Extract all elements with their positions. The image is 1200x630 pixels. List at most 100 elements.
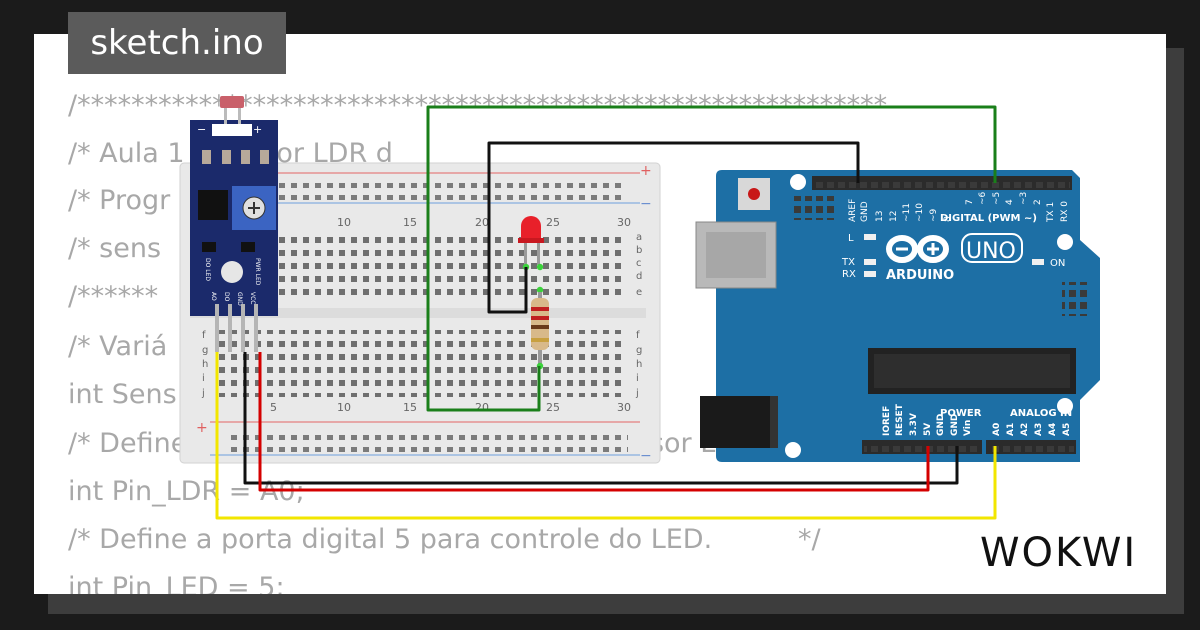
svg-text:AREF: AREF bbox=[848, 199, 858, 222]
svg-text:f: f bbox=[636, 330, 640, 341]
reset-button-icon bbox=[748, 188, 760, 200]
power-pin-labels: IOREF RESET 3.3V 5V GND GND Vin bbox=[882, 403, 973, 436]
svg-text:j: j bbox=[201, 388, 205, 399]
ldr-sensor-module[interactable]: − + DO LED PWR LED AO DO GND VCC bbox=[190, 96, 278, 352]
svg-text:f: f bbox=[202, 330, 206, 341]
svg-text:20: 20 bbox=[475, 216, 489, 229]
red-led[interactable] bbox=[518, 216, 544, 271]
terminal-grid-bottom bbox=[218, 330, 626, 397]
power-header-label: POWER bbox=[940, 408, 982, 419]
ldr-photoresistor bbox=[220, 96, 244, 108]
arduino-uno-board[interactable]: AREF GND 13 12 ~11 ~10 ~9 8 7 ~6 ~5 4 ~3… bbox=[695, 170, 1100, 462]
svg-text:A3: A3 bbox=[1034, 423, 1044, 436]
svg-text:~3: ~3 bbox=[1019, 192, 1029, 205]
svg-text:DO: DO bbox=[223, 292, 230, 302]
arduino-brand-text: ARDUINO bbox=[886, 268, 954, 283]
svg-text:h: h bbox=[202, 359, 208, 370]
code-line: /* Define a porta digital 5 para control… bbox=[68, 524, 821, 555]
svg-text:30: 30 bbox=[617, 401, 631, 414]
comparator-chip bbox=[198, 190, 228, 220]
svg-text:+: + bbox=[253, 123, 262, 136]
column-numbers-top: 10 15 20 25 30 bbox=[337, 216, 631, 229]
svg-text:A0: A0 bbox=[992, 423, 1002, 436]
sensor-pins bbox=[215, 304, 258, 352]
sketch-file-tab[interactable]: sketch.ino bbox=[68, 12, 286, 74]
rail-minus-top: − bbox=[640, 196, 652, 212]
svg-text:−: − bbox=[197, 123, 206, 136]
led-label-pwr: PWR LED bbox=[254, 258, 261, 286]
svg-text:25: 25 bbox=[546, 401, 560, 414]
svg-text:j: j bbox=[635, 388, 639, 399]
svg-text:h: h bbox=[636, 359, 642, 370]
svg-text:A5: A5 bbox=[1062, 423, 1072, 436]
svg-text:i: i bbox=[202, 373, 205, 384]
svg-text:~10: ~10 bbox=[915, 203, 925, 222]
wires[interactable] bbox=[215, 105, 997, 520]
rail-plus-bottom: + bbox=[196, 420, 208, 436]
svg-text:GND: GND bbox=[950, 414, 960, 436]
svg-text:A4: A4 bbox=[1048, 423, 1058, 436]
svg-text:g: g bbox=[202, 345, 208, 356]
led-label-do: DO LED bbox=[204, 258, 211, 281]
power-jack bbox=[700, 396, 778, 448]
top-rail bbox=[276, 176, 626, 200]
rail-plus-top: + bbox=[640, 163, 652, 179]
svg-text:13: 13 bbox=[875, 211, 885, 222]
wokwi-logo-icon: WOKWI bbox=[980, 530, 1137, 576]
svg-text:e: e bbox=[636, 287, 642, 298]
svg-text:RX: RX bbox=[842, 269, 856, 280]
svg-text:ON: ON bbox=[1050, 258, 1065, 269]
svg-text:Vin: Vin bbox=[963, 420, 973, 436]
code-line: int Sens bbox=[68, 379, 177, 410]
wire-black-gnd-led bbox=[487, 141, 860, 314]
svg-text:12: 12 bbox=[889, 211, 899, 222]
svg-text:15: 15 bbox=[403, 216, 417, 229]
svg-text:WOKWI: WOKWI bbox=[980, 530, 1137, 576]
sensor-pin-labels: AO DO GND VCC bbox=[210, 292, 256, 306]
svg-text:5V: 5V bbox=[923, 423, 933, 436]
svg-text:7: 7 bbox=[965, 199, 975, 205]
svg-text:~9: ~9 bbox=[929, 208, 939, 222]
svg-text:25: 25 bbox=[546, 216, 560, 229]
wire-yellow-a0 bbox=[215, 352, 997, 520]
svg-text:10: 10 bbox=[337, 401, 351, 414]
svg-text:TX: TX bbox=[841, 257, 855, 268]
svg-text:a: a bbox=[636, 232, 642, 243]
svg-text:A1: A1 bbox=[1006, 423, 1016, 436]
svg-text:GND: GND bbox=[236, 292, 243, 306]
svg-text:d: d bbox=[636, 271, 642, 282]
svg-text:10: 10 bbox=[337, 216, 351, 229]
svg-text:2: 2 bbox=[1033, 199, 1043, 205]
wire-green-pin5 bbox=[426, 105, 997, 412]
bottom-rail bbox=[228, 428, 628, 452]
terminal-grid-top bbox=[276, 230, 626, 297]
sensor-led bbox=[221, 261, 243, 283]
svg-text:~6: ~6 bbox=[978, 191, 988, 205]
svg-text:VCC: VCC bbox=[249, 292, 256, 304]
svg-text:5: 5 bbox=[270, 401, 277, 414]
svg-text:c: c bbox=[636, 258, 642, 269]
row-letters-top: a b c d e bbox=[636, 232, 642, 298]
svg-text:15: 15 bbox=[403, 401, 417, 414]
svg-text:30: 30 bbox=[617, 216, 631, 229]
svg-text:GND: GND bbox=[936, 414, 946, 436]
svg-text:RX 0: RX 0 bbox=[1060, 201, 1070, 222]
board-name: UNO bbox=[966, 239, 1016, 264]
row-letters-bottom: f g h i j f g h i j bbox=[201, 330, 642, 399]
svg-text:g: g bbox=[636, 345, 642, 356]
svg-text:~11: ~11 bbox=[902, 203, 912, 222]
digital-header-label: DIGITAL (PWM ~) bbox=[940, 213, 1037, 224]
svg-text:GND: GND bbox=[860, 201, 870, 222]
svg-text:b: b bbox=[636, 245, 642, 256]
svg-text:L: L bbox=[848, 233, 854, 244]
svg-text:20: 20 bbox=[475, 401, 489, 414]
arduino-logo-icon bbox=[886, 235, 949, 263]
board-led-labels: L TX RX ON bbox=[841, 233, 1065, 280]
resistor[interactable] bbox=[531, 286, 549, 370]
svg-text:i: i bbox=[636, 373, 639, 384]
svg-text:IOREF: IOREF bbox=[882, 406, 892, 436]
analog-header-label: ANALOG IN bbox=[1010, 408, 1072, 419]
svg-text:~5: ~5 bbox=[992, 192, 1002, 205]
svg-text:TX 1: TX 1 bbox=[1046, 202, 1056, 223]
